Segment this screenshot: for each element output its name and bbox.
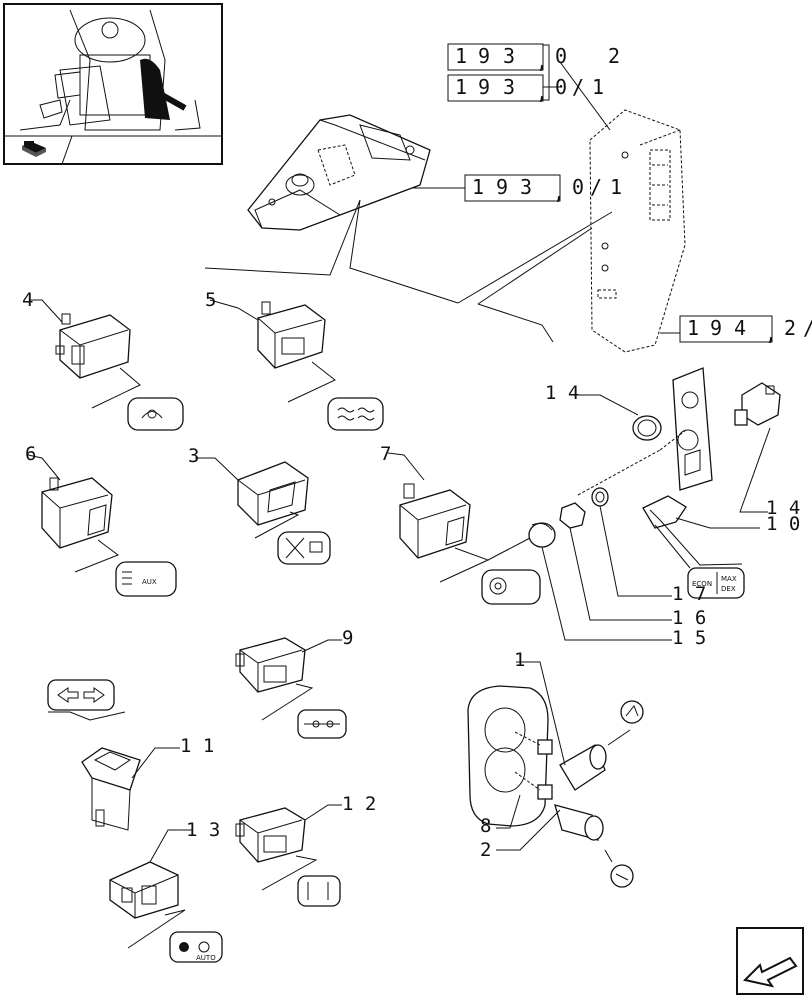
decal-13: AUTO — [169, 931, 223, 963]
ref-digit: 4 — [734, 316, 746, 340]
reference-box-4: 1 9 4 , 2 / — [679, 315, 812, 345]
decal-11 — [47, 679, 115, 711]
decal-7 — [481, 569, 541, 605]
ref-digit: 0 — [555, 75, 567, 99]
svg-text:,: , — [765, 321, 777, 345]
decal-2 — [610, 864, 634, 888]
ref-digit: 9 — [710, 316, 722, 340]
callout-14-left: 1 4 — [545, 382, 579, 404]
rocker-switch-13 — [109, 861, 179, 919]
reference-box-2: 1 9 3 , 0 / 1 — [447, 74, 604, 104]
reference-box-3: 1 9 3 , 0 / 1 — [464, 174, 622, 204]
reference-box-1: 1 9 3 , 0 2 — [447, 43, 620, 73]
ref-digit: 9 — [496, 175, 508, 199]
decal-12 — [297, 875, 341, 907]
callout-13: 1 3 — [186, 819, 220, 841]
callout-17: 1 7 — [672, 583, 706, 605]
rocker-switch-4 — [55, 313, 131, 379]
rocker-switch-5 — [257, 301, 326, 369]
svg-text:,: , — [536, 80, 548, 104]
decal-5 — [327, 397, 384, 431]
callout-16: 1 6 — [672, 607, 706, 629]
decal-label: ECON — [692, 580, 712, 588]
ref-digit: 9 — [478, 44, 490, 68]
callout-1: 1 — [514, 649, 525, 671]
hvac-control-plate — [672, 367, 713, 491]
callout-15: 1 5 — [672, 627, 706, 649]
ref-digit: 2 — [608, 44, 620, 68]
connector-plate-8 — [467, 685, 549, 827]
next-page-arrow-icon[interactable] — [736, 927, 804, 995]
ref-digit: 1 — [472, 175, 484, 199]
rocker-switch-3 — [237, 461, 309, 526]
callout-4: 4 — [22, 289, 33, 311]
nut-16 — [559, 502, 586, 529]
tractor-cab-thumbnail — [19, 9, 201, 131]
decal-6: AUX — [115, 561, 177, 597]
connector-1 — [537, 739, 607, 791]
rotary-switch-14 — [734, 382, 781, 426]
knob-14 — [632, 415, 662, 441]
ref-digit: 3 — [503, 44, 515, 68]
decal-label: MAX — [721, 575, 737, 583]
decal-9 — [297, 709, 347, 739]
ref-digit: 1 — [687, 316, 699, 340]
decal-label: AUTO — [196, 954, 216, 962]
svg-text:,: , — [553, 180, 565, 204]
ref-digit: 1 — [455, 44, 467, 68]
decal-1 — [620, 700, 644, 724]
ref-digit: 2 — [784, 316, 796, 340]
rocker-switch-12 — [235, 807, 306, 863]
rocker-switch-11 — [81, 747, 141, 831]
decal-4 — [127, 397, 184, 431]
thumbnail-panel — [3, 3, 223, 165]
svg-text:,: , — [536, 49, 548, 73]
ref-digit: 3 — [520, 175, 532, 199]
callout-12: 1 2 — [342, 793, 376, 815]
callout-11: 1 1 — [180, 735, 214, 757]
knob-15 — [528, 522, 556, 548]
ref-digit: 0 — [555, 44, 567, 68]
rocker-switch-7 — [399, 483, 471, 559]
callout-8: 8 — [480, 815, 491, 837]
rocker-switch-6 — [41, 477, 113, 549]
ref-digit: 3 — [503, 75, 515, 99]
econ-max-dex-decal: ECON MAX DEX — [687, 567, 745, 599]
callout-10: 1 0 — [766, 513, 800, 535]
decal-3 — [277, 531, 331, 565]
callout-14-right: 1 4 — [766, 497, 800, 519]
callout-7: 7 — [380, 443, 391, 465]
book-icon — [22, 141, 46, 157]
svg-text:/: / — [803, 316, 812, 340]
callout-2: 2 — [480, 839, 491, 861]
washer-17 — [591, 487, 609, 507]
ref-digit: 1 — [592, 75, 604, 99]
svg-text:/: / — [590, 175, 602, 199]
switch-10 — [642, 495, 687, 529]
decal-label: DEX — [721, 585, 736, 593]
callout-3: 3 — [188, 445, 199, 467]
control-console — [247, 114, 431, 231]
callout-9: 9 — [342, 627, 353, 649]
rocker-switch-9 — [235, 637, 306, 693]
ref-digit: 9 — [478, 75, 490, 99]
side-panel — [589, 109, 686, 353]
callout-6: 6 — [25, 443, 36, 465]
connector-2 — [537, 784, 604, 841]
ref-digit: 1 — [610, 175, 622, 199]
ref-digit: 0 — [572, 175, 584, 199]
callout-5: 5 — [205, 289, 216, 311]
decal-label: AUX — [142, 578, 157, 586]
ref-digit: 1 — [455, 75, 467, 99]
